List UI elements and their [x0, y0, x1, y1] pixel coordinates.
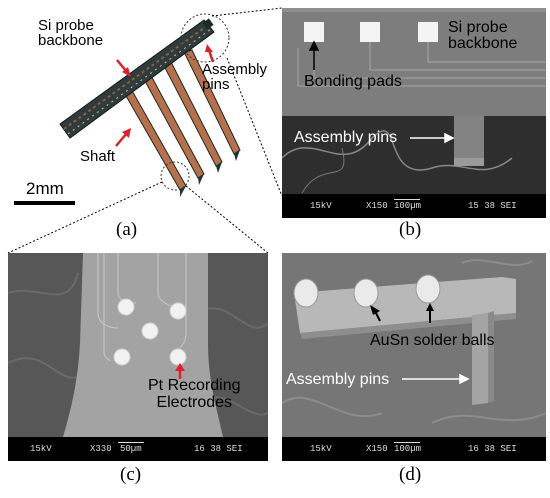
- sem-info-bar-c: 15kV X330 50µm 16 38 SEI: [8, 437, 268, 461]
- sem-info-bar-b: 15kV X150 100µm 15 38 SEI: [282, 194, 546, 218]
- probe-photo: [14, 13, 241, 205]
- electrodes-label: Pt Recording Electrodes: [148, 377, 241, 411]
- sem-code: 16 38 SEI: [468, 444, 517, 454]
- pads-label: Bonding pads: [304, 73, 402, 90]
- sem-scale-bar: [118, 442, 144, 443]
- sem-scale: 100µm: [394, 201, 422, 211]
- backbone-label: Si probe backbone: [38, 17, 104, 49]
- sem-code: 16 38 SEI: [194, 444, 243, 454]
- sem-image-d: [282, 253, 546, 437]
- sem-kv: 15kV: [310, 201, 332, 211]
- sem-code: 15 38 SEI: [468, 201, 517, 211]
- backbone-label-b: Si probe backbone: [448, 19, 518, 52]
- pins-label-b: Assembly pins: [294, 129, 398, 146]
- panel-label-a: (a): [116, 219, 138, 240]
- scale-label: 2mm: [26, 179, 64, 198]
- sem-scale: 100µm: [394, 444, 422, 454]
- sem-scale: 50µm: [120, 444, 142, 454]
- panel-c-sem: Pt Recording Electrodes 15kV X330 50µm 1…: [8, 253, 268, 461]
- shaft-label: Shaft: [80, 148, 116, 165]
- arrows-d: [370, 303, 470, 385]
- panel-label-d: (d): [399, 464, 422, 485]
- sem-kv: 15kV: [310, 444, 332, 454]
- sem-image-c: [8, 253, 268, 437]
- sem-kv: 15kV: [30, 444, 52, 454]
- sem-mag: X150: [366, 201, 388, 211]
- panel-d-sem: AuSn solder balls Assembly pins 15kV X15…: [282, 253, 546, 461]
- pins-label-d: Assembly pins: [286, 371, 390, 388]
- sem-mag: X150: [366, 444, 388, 454]
- pins-label: Assembly pins: [202, 61, 268, 93]
- panel-label-c: (c): [120, 464, 142, 485]
- sem-info-bar-d: 15kV X150 100µm 16 38 SEI: [282, 437, 546, 461]
- solder-balls-label: AuSn solder balls: [370, 332, 495, 349]
- sem-scale-bar: [394, 199, 420, 200]
- sem-mag: X330: [90, 444, 112, 454]
- panel-label-b: (b): [399, 219, 422, 240]
- panel-a: Si probe backbone Assembly pins Shaft 2m…: [0, 0, 270, 250]
- sem-scale-bar: [394, 442, 420, 443]
- arrows-b: [308, 40, 455, 144]
- sem-image-b: [282, 8, 546, 194]
- panel-b-sem: Si probe backbone Bonding pads Assembly …: [282, 8, 546, 218]
